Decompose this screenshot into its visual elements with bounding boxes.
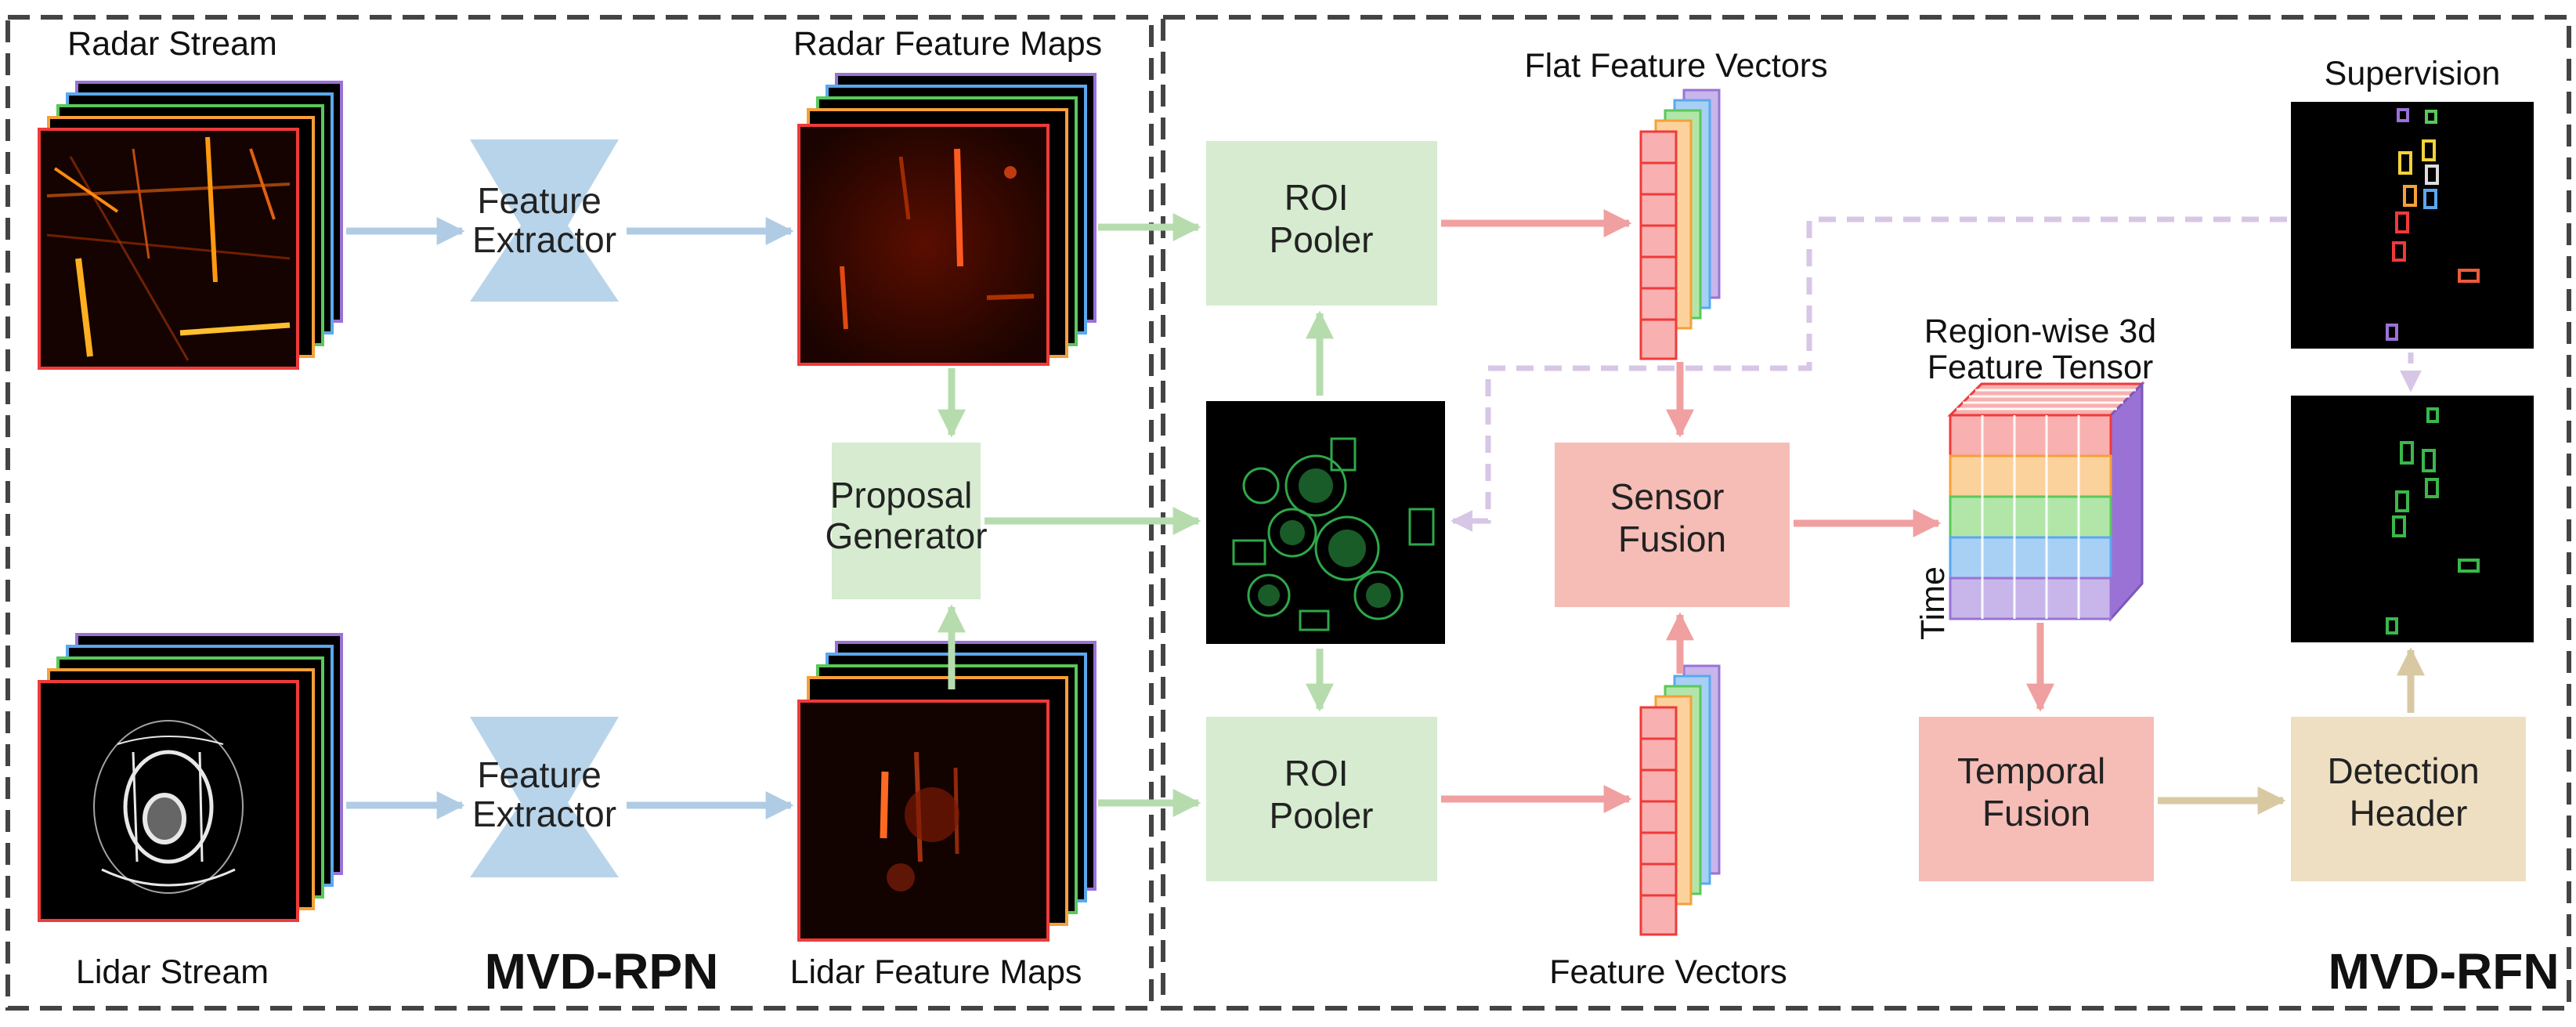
mvd-rfn-title: MVD-RFN xyxy=(2328,943,2559,1000)
flat-feature-vectors-label: Flat Feature Vectors xyxy=(1524,47,1827,85)
mvd-rpn-frame xyxy=(5,15,1154,1011)
detection-header[interactable] xyxy=(2291,717,2526,881)
supervision-label: Supervision xyxy=(2325,55,2501,92)
supervision-image xyxy=(2291,102,2534,349)
detection-header-label: Detection Header xyxy=(2327,750,2489,834)
feature-extractor-top[interactable] xyxy=(470,139,619,302)
roi-pooler-top[interactable] xyxy=(1206,141,1437,306)
radar-stream-label: Radar Stream xyxy=(67,25,277,63)
tensor-label-line2: Feature Tensor xyxy=(1927,349,2153,386)
lidar-stream-image xyxy=(93,720,244,894)
mvd-rpn-title: MVD-RPN xyxy=(485,943,719,1000)
time-axis-label: Time xyxy=(1914,566,1952,640)
feature-extractor-bottom[interactable] xyxy=(470,717,619,877)
temporal-fusion-label: Temporal Fusion xyxy=(1957,750,2115,834)
proposals-image xyxy=(1206,401,1445,644)
temporal-fusion[interactable] xyxy=(1919,717,2154,881)
flat-feature-vectors-stack xyxy=(1639,89,1721,360)
radar-feature-map-image xyxy=(840,148,1035,330)
connector-arrows xyxy=(346,209,2425,819)
lidar-feature-maps-label: Lidar Feature Maps xyxy=(790,953,1082,991)
lidar-stream-label: Lidar Stream xyxy=(76,953,269,991)
proposal-generator-label: Proposal Generator xyxy=(825,475,987,556)
lidar-stream-stack xyxy=(38,633,343,922)
feature-vectors-stack xyxy=(1639,664,1721,936)
lidar-feature-map-image xyxy=(880,751,959,891)
proposal-generator[interactable] xyxy=(832,443,981,599)
feature-tensor-cube xyxy=(1947,381,2145,622)
mvd-rfn-frame xyxy=(1161,15,2571,1011)
sensor-fusion[interactable] xyxy=(1555,443,1790,607)
sensor-fusion-label: Sensor Fusion xyxy=(1610,476,1735,559)
feature-extractor-top-label: Feature Extractor xyxy=(472,180,616,260)
lidar-feature-maps-stack xyxy=(797,641,1097,942)
radar-feature-maps-label: Radar Feature Maps xyxy=(793,25,1102,63)
roi-pooler-top-label: ROI Pooler xyxy=(1270,177,1374,260)
radar-stream-stack xyxy=(38,81,343,370)
feature-extractor-bottom-label: Feature Extractor xyxy=(472,754,616,834)
tensor-label-line1: Region-wise 3d xyxy=(1924,313,2156,350)
roi-pooler-bottom-label: ROI Pooler xyxy=(1270,753,1374,836)
radar-feature-maps-stack xyxy=(797,73,1097,366)
feature-vectors-label: Feature Vectors xyxy=(1549,953,1787,991)
radar-stream-image xyxy=(46,136,291,361)
detections-image xyxy=(2291,396,2534,642)
roi-pooler-bottom[interactable] xyxy=(1206,717,1437,881)
